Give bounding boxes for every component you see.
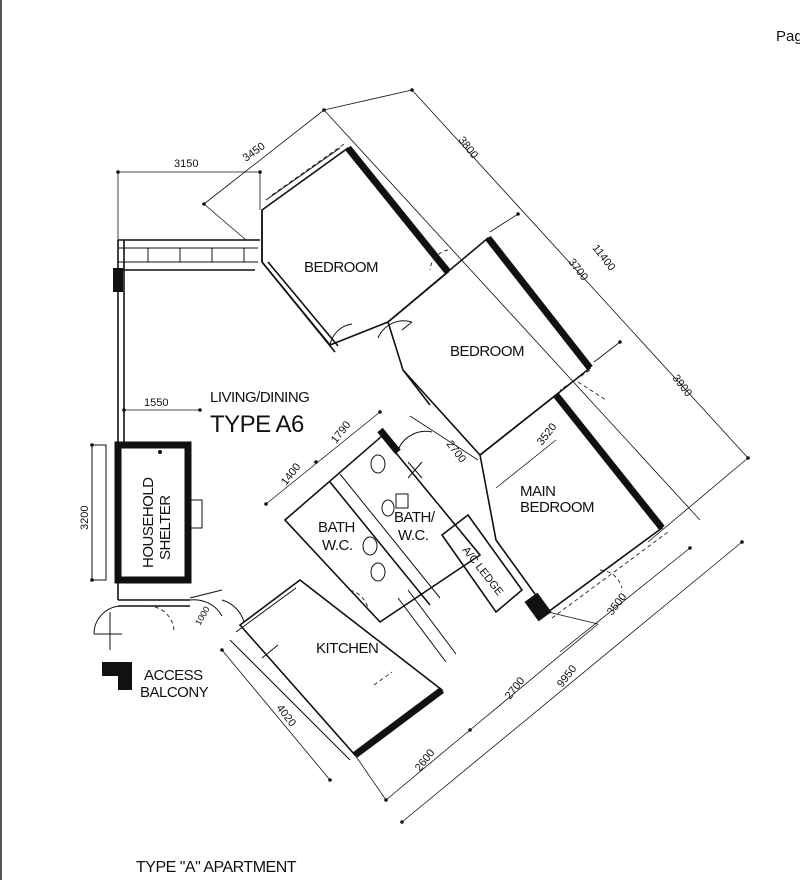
dim-9950: 9950 [555,663,580,690]
bedroom-1-walls [261,143,451,353]
dim-1400: 1400 [279,461,304,488]
dim-3800: 3800 [456,134,481,161]
bedroom-2-label: BEDROOM [450,343,524,360]
household-shelter-label-line1: HOUSEHOLD [140,477,157,568]
bath-wc-2-label-line2: W.C. [398,527,429,544]
dim-3700: 3700 [566,256,591,283]
dim-3520: 3520 [535,421,560,448]
dim-3500: 3500 [605,591,630,618]
kitchen-label: KITCHEN [316,640,378,657]
dim-11400: 11400 [590,242,618,273]
dim-4020: 4020 [274,702,299,729]
access-balcony-label-line1: ACCESS [144,667,203,684]
dim-2700-lower: 2700 [503,675,528,702]
bath-wc-1-label-line1: BATH [318,519,355,536]
bath-wc-2-label-line1: BATH/ [394,509,436,526]
dim-3150: 3150 [174,158,198,170]
kitchen-walls [229,578,457,761]
entrance-area [93,589,245,690]
dim-2700-upper: 2700 [444,438,469,465]
type-a6-label: TYPE A6 [210,411,304,438]
living-dining-label: LIVING/DINING [210,389,309,406]
bath-wc-1-label-line2: W.C. [322,537,353,554]
apartment-type-caption: TYPE "A" APARTMENT [136,859,297,876]
dim-1000: 1000 [193,605,212,627]
dim-1790: 1790 [329,419,354,446]
household-shelter-label-line2: SHELTER [157,495,174,560]
access-balcony-label-line2: BALCONY [140,684,209,701]
dimension-lines [90,88,750,824]
bedroom-1-label: BEDROOM [304,259,378,276]
dim-3200: 3200 [79,506,91,530]
dim-3450: 3450 [241,140,268,164]
main-bedroom-label-line1: MAIN [520,483,556,500]
bath-wc-walls [283,427,482,624]
ac-ledge-walls [440,513,524,614]
main-bedroom-walls [479,392,669,622]
page-number-fragment: Pag [776,28,800,45]
main-bedroom-label-line2: BEDROOM [520,499,594,516]
dim-1550: 1550 [144,397,168,409]
